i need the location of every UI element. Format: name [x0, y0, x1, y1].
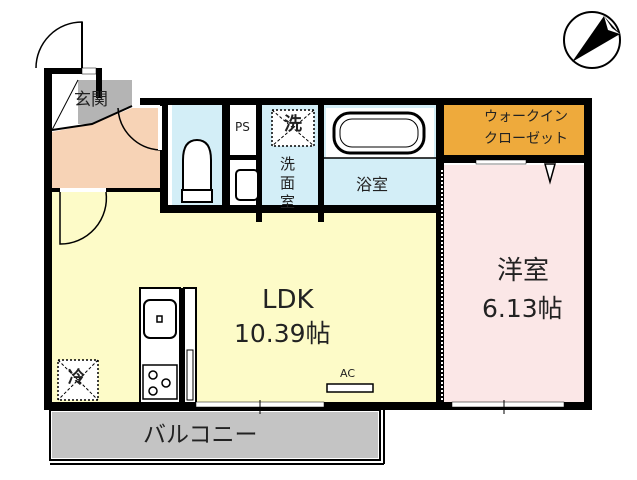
washroom-label: 洗面室: [280, 155, 296, 211]
ac-label: AC: [340, 367, 356, 380]
closet-label-line1: ウォークイン: [484, 109, 568, 125]
western-room-name: 洋室: [497, 256, 550, 286]
entrance-floor: [78, 80, 132, 124]
ac-unit: [326, 383, 374, 393]
stove-icon: [142, 364, 178, 400]
fridge-label: 冷: [68, 368, 85, 388]
balcony-label: バルコニー: [143, 422, 258, 448]
ps-floor: [232, 105, 260, 155]
ldk-name: LDK: [262, 285, 314, 315]
washer-label: 洗: [284, 114, 302, 135]
bathroom-label: 浴室: [356, 175, 389, 194]
western-room-size: 6.13帖: [482, 294, 563, 323]
western-room-window[interactable]: [451, 401, 565, 408]
north-arrow-icon: [563, 11, 621, 69]
toilet-icon: [182, 138, 212, 191]
balcony-floor: [52, 412, 378, 458]
ldk-size: 10.39帖: [234, 319, 331, 348]
ldk-floor: [52, 190, 438, 403]
closet-label-line2: クローゼット: [484, 131, 568, 147]
entrance-label: 玄関: [74, 90, 108, 110]
ps-label: PS: [235, 120, 250, 134]
bathtub-icon: [332, 111, 426, 155]
western-room-floor: [442, 165, 586, 403]
sink-icon: [235, 169, 259, 201]
closet-floor: [444, 105, 584, 157]
hall-floor: [52, 108, 160, 190]
